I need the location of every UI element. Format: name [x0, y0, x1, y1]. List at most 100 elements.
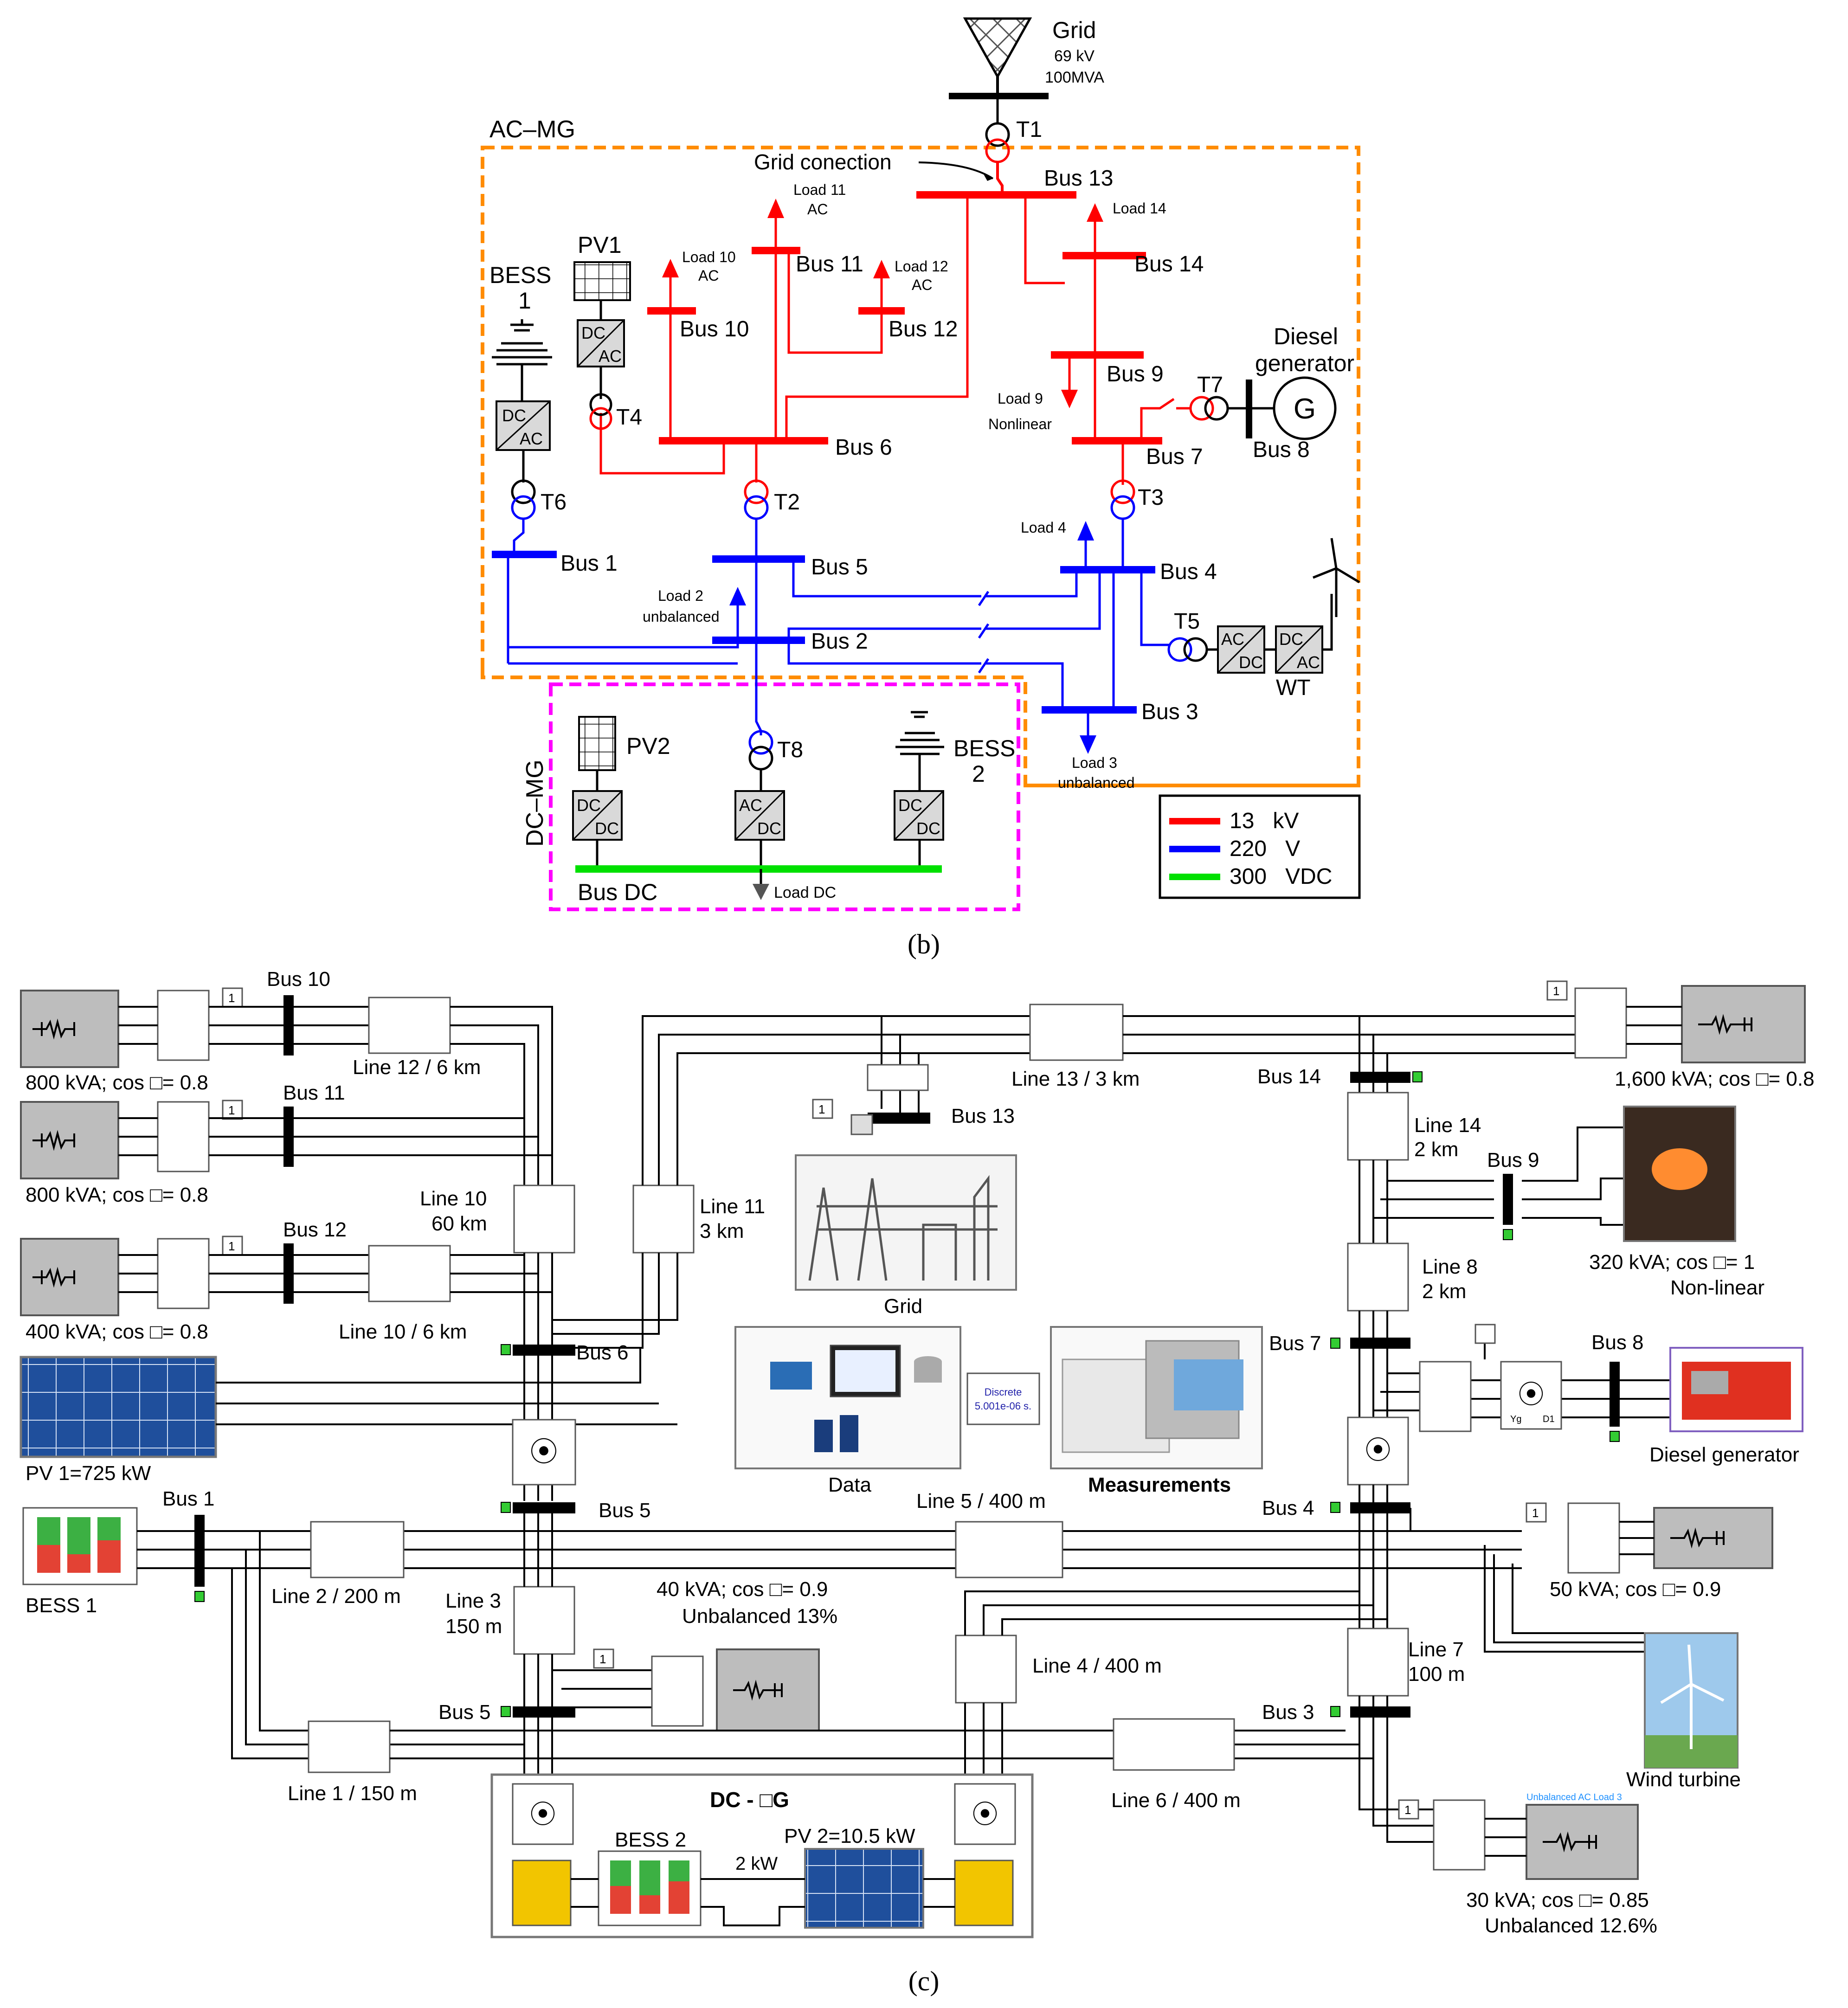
t3-label: T3 — [1138, 485, 1164, 510]
grid-source-icon — [963, 17, 1032, 79]
const-a — [222, 987, 243, 1008]
load14-arrow — [1087, 203, 1103, 222]
diesel-breaker-block — [1419, 1361, 1472, 1432]
line3-label-a: Line 3 — [445, 1590, 501, 1612]
dc-mg-title: DC - □G — [710, 1788, 789, 1812]
bess2-label-a: BESS — [953, 735, 1015, 761]
load3-label-a: Load 3 — [1072, 754, 1117, 771]
load-30kva-label-a: 30 kVA; cos □= 0.85 — [1466, 1889, 1649, 1911]
ac-mg-notch-mask — [464, 668, 1025, 789]
bus2-label-top: Bus 2 — [811, 629, 868, 654]
bess1-label-b: 1 — [518, 288, 531, 314]
load2-label-b: unbalanced — [643, 608, 719, 625]
t1-label: T1 — [1016, 117, 1042, 142]
bess1-conv-dc: DC — [502, 406, 526, 425]
line6-block — [1113, 1718, 1235, 1771]
grid-connection-label: Grid conection — [754, 150, 892, 174]
pv2-conv-dc1: DC — [577, 796, 601, 815]
load12-arrow — [873, 260, 890, 278]
load9-arrow — [1061, 390, 1078, 408]
bus13-label-top: Bus 13 — [1044, 166, 1113, 191]
load-800kva-block-b — [20, 1101, 119, 1179]
line14-label-b: 2 km — [1414, 1138, 1458, 1161]
wind-bottom-label: Wind turbine — [1626, 1768, 1741, 1791]
legend-220v: 220 V — [1230, 837, 1300, 861]
bus11-label-top: Bus 11 — [796, 252, 863, 277]
bess1-battery-icon — [492, 319, 552, 401]
line4-block — [955, 1635, 1017, 1704]
line10-label-b: 60 km — [431, 1212, 487, 1235]
load-dc-arrow — [753, 884, 769, 900]
const-g-value: 1 — [1532, 1506, 1539, 1520]
load-800kva-label-b: 800 kVA; cos □= 0.8 — [26, 1184, 208, 1206]
grid-substation-image — [795, 1154, 1017, 1291]
bus5-label-bottom: Bus 5 — [599, 1499, 651, 1522]
t8-transformer-icon — [748, 730, 773, 755]
breaker-block-c — [157, 1238, 210, 1309]
grid-source-block — [867, 1064, 929, 1091]
const-h-value: 1 — [1404, 1803, 1411, 1817]
load-1600kva-block — [1681, 985, 1806, 1063]
pv1-conv-dc: DC — [581, 323, 605, 342]
line3-block — [513, 1586, 575, 1655]
load2-label-a: Load 2 — [658, 587, 703, 604]
grid-bottom-label: Grid — [884, 1295, 922, 1318]
load-dc-label: Load DC — [774, 884, 836, 901]
diesel-transformer-icon: ⦿ — [1518, 1380, 1544, 1409]
breaker-block-b — [157, 1101, 210, 1172]
bess1-bottom-label: BESS 1 — [26, 1594, 97, 1617]
substation-icon — [808, 1175, 998, 1281]
dc-2kw-label: 2 kW — [735, 1854, 778, 1874]
pv1-label: PV1 — [578, 232, 622, 258]
wt-conv2-dc: DC — [1279, 630, 1303, 649]
line3-label-b: 150 m — [445, 1615, 502, 1638]
bus4-label-bottom: Bus 4 — [1262, 1497, 1314, 1519]
dc-mg-label: DC–MG — [522, 759, 548, 847]
simulink-model: 800 kVA; cos □= 0.8 800 kVA; cos □= 0.8 … — [19, 968, 1815, 1996]
bus5b-label-bottom: Bus 5 — [438, 1701, 491, 1724]
load-1600kva-label: 1,600 kVA; cos □= 0.8 — [1615, 1068, 1815, 1090]
pv1-solar-panel — [19, 1356, 217, 1458]
line10-label-a: Line 10 — [420, 1187, 487, 1210]
transformer-t3-block — [1347, 1416, 1409, 1486]
dcmg-transformer-right — [954, 1783, 1016, 1845]
const-f-value: 1 — [1553, 984, 1559, 998]
line2-label: Line 2 / 200 m — [271, 1585, 401, 1608]
load14-label: Load 14 — [1113, 200, 1166, 217]
breaker-block-1600 — [1574, 987, 1627, 1059]
dc-mg-group — [490, 1773, 1034, 1938]
bus14-label-top: Bus 14 — [1134, 252, 1204, 277]
pv2-conv-dc2: DC — [595, 819, 619, 838]
line8-label-b: 2 km — [1422, 1280, 1466, 1303]
t3-transformer-icon — [1110, 479, 1135, 504]
pv1-capacity-label: PV 1=725 kW — [26, 1462, 151, 1485]
pv2-solar-panel — [804, 1848, 924, 1929]
bus1-label-top: Bus 1 — [560, 551, 618, 576]
load4-label: Load 4 — [1021, 519, 1066, 536]
legend-13kv: 13 kV — [1230, 809, 1299, 833]
bus14-label-bottom: Bus 14 — [1257, 1065, 1321, 1088]
bus8-label-top: Bus 8 — [1253, 438, 1310, 462]
bus12-label-top: Bus 12 — [889, 317, 958, 341]
load11-label-b: AC — [807, 201, 828, 218]
bess2-conv-dc2: DC — [916, 819, 940, 838]
pv2-panel-icon — [578, 716, 616, 771]
pv2-label: PV2 — [626, 733, 670, 759]
const-c-value: 1 — [228, 1239, 235, 1253]
t7-transformer-icon — [1189, 396, 1214, 421]
transformer-t3-icon: ⦿ — [1365, 1435, 1391, 1465]
line5-block — [955, 1521, 1063, 1578]
bus10-label-bottom: Bus 10 — [267, 968, 330, 991]
transformer-t2-icon: ⦿ — [530, 1436, 558, 1467]
single-line-diagram: AC–MG DC–MG Grid 69 kV 100MVA T1 Grid co… — [464, 17, 1361, 959]
wind-turbine-icon — [1313, 538, 1360, 617]
bus8-label-bottom: Bus 8 — [1591, 1331, 1644, 1354]
bus11-label-bottom: Bus 11 — [283, 1081, 345, 1104]
bus5-label-top: Bus 5 — [811, 555, 868, 579]
wt-conv1-dc: DC — [1239, 653, 1263, 672]
line8-label-a: Line 8 — [1422, 1255, 1478, 1278]
t1-transformer-icon — [985, 122, 1010, 147]
dcmg-transformer-left-icon: ⦿ — [530, 1800, 556, 1829]
line2-block — [310, 1521, 405, 1578]
bess1-conv-ac: AC — [520, 429, 543, 448]
